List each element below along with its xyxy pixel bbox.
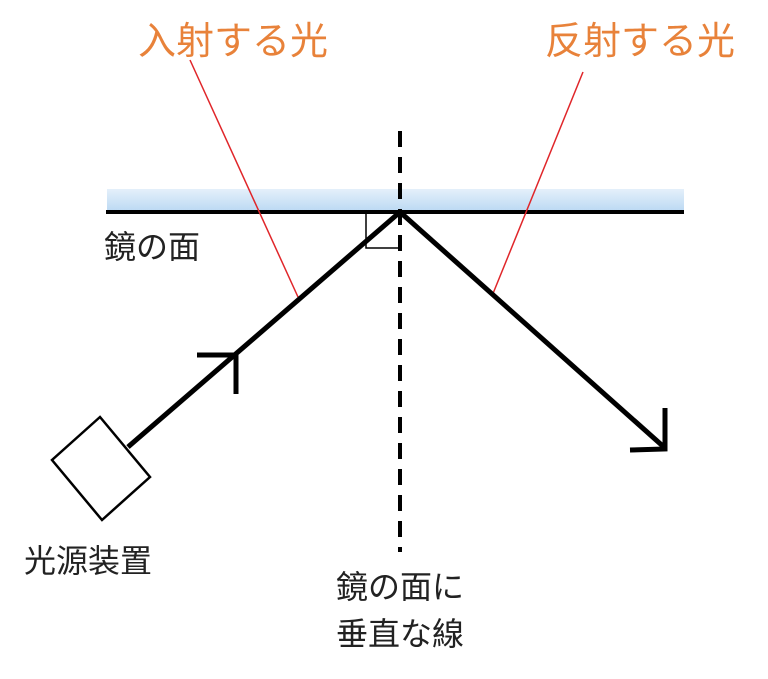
reflected-arrowhead bbox=[629, 408, 668, 453]
normal-line-label-2: 垂直な線 bbox=[336, 615, 464, 653]
right-angle-mark bbox=[365, 212, 400, 249]
reflected-leader-line bbox=[491, 71, 584, 297]
incident-arrowhead bbox=[197, 352, 239, 394]
reflected-ray bbox=[398, 210, 667, 450]
light-source-box bbox=[50, 415, 152, 522]
incident-light-label: 入射する光 bbox=[138, 19, 328, 63]
incident-leader-line bbox=[189, 59, 299, 298]
light-source-label: 光源装置 bbox=[24, 542, 152, 580]
incident-ray bbox=[126, 210, 402, 449]
mirror-glass bbox=[107, 189, 684, 211]
reflected-light-label: 反射する光 bbox=[545, 19, 735, 63]
mirror-surface-label: 鏡の面 bbox=[104, 228, 200, 266]
normal-line-label-1: 鏡の面に bbox=[336, 568, 464, 606]
